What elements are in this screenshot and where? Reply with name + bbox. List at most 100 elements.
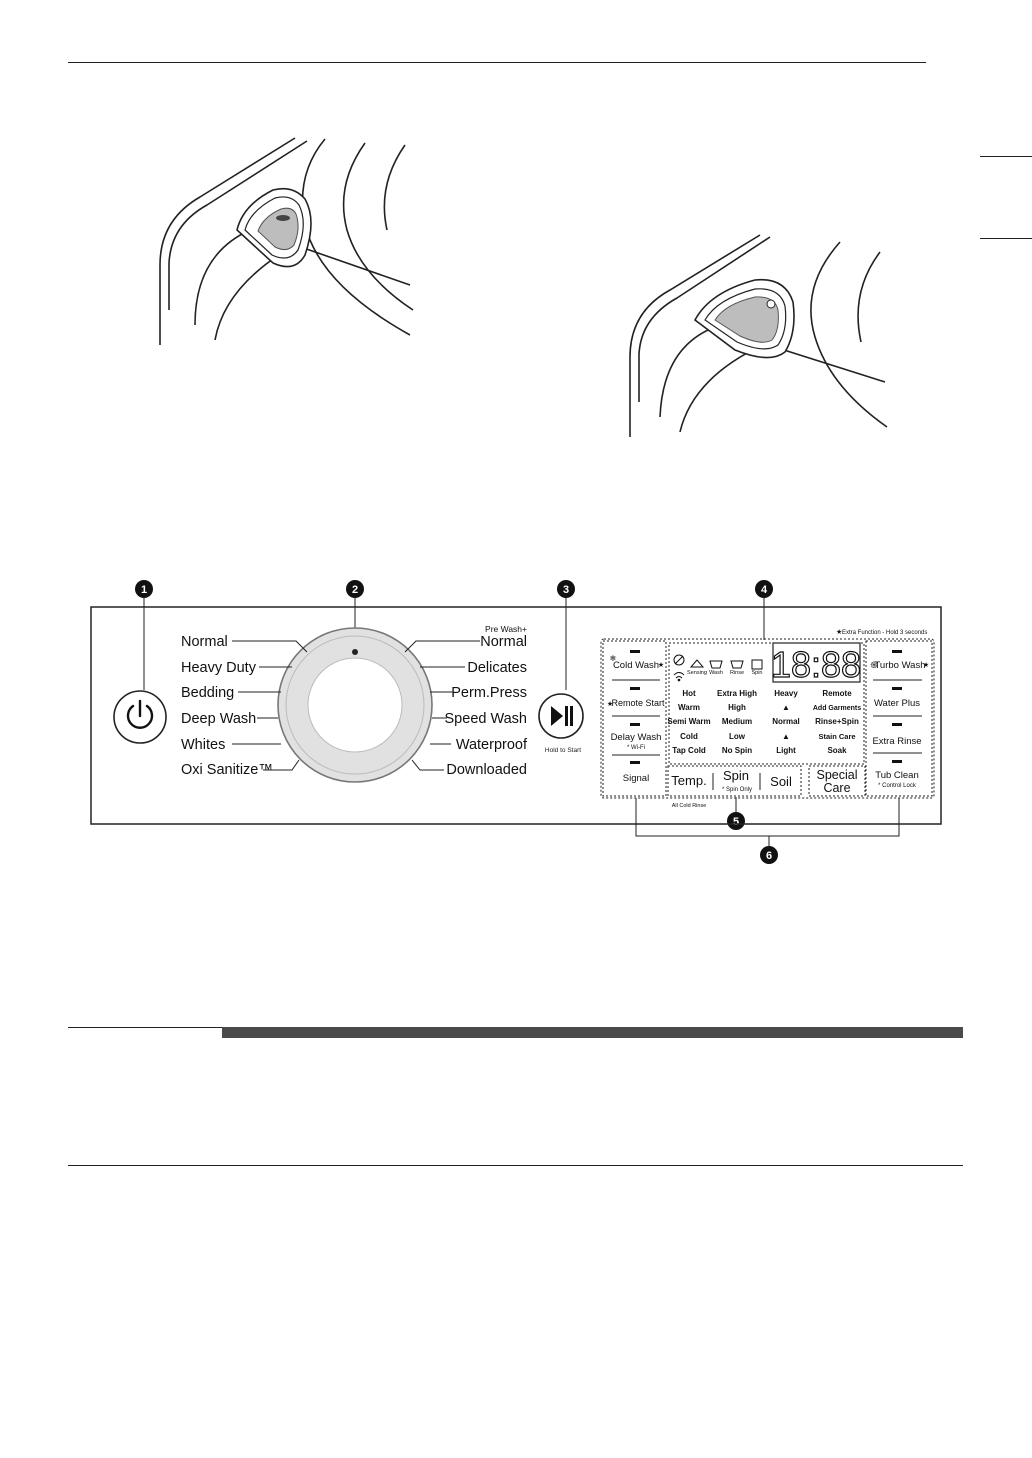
soil-option-4: ▲ (782, 732, 790, 741)
spin-button[interactable]: Spin * Spin Only (722, 768, 752, 793)
section-bottom-rule (68, 1165, 963, 1166)
star-icon: ★ (658, 661, 664, 669)
spin-option-2: High (728, 703, 746, 712)
callout-1: 1 (135, 580, 153, 598)
remote-start-button[interactable]: ★ Remote Start (607, 698, 665, 708)
callout-3: 3 (557, 580, 575, 598)
top-header-rule (68, 62, 926, 63)
callout-6: 6 (760, 846, 778, 864)
control-panel-frame (90, 606, 942, 825)
svg-text:4: 4 (761, 584, 768, 596)
callout-4: 4 (755, 580, 773, 598)
spin-icon (751, 659, 763, 670)
right-option-column (865, 640, 933, 797)
section-header-bar (68, 1027, 963, 1038)
tub-clean-button[interactable]: Tub Clean * Control Lock (875, 770, 918, 789)
program-bedding[interactable]: Bedding (181, 685, 234, 701)
svg-text:Tub Clean: Tub Clean (875, 770, 918, 781)
washer-lid-illustration-left (159, 137, 414, 345)
rinse-icon (730, 660, 744, 669)
control-panel-diagram: 1 2 3 4 5 6 (90, 580, 942, 864)
soil-option-3: Normal (772, 717, 800, 726)
sensing-icon (689, 659, 705, 668)
soil-option-5: Light (776, 746, 796, 755)
power-icon (126, 699, 154, 729)
program-whites[interactable]: Whites (181, 737, 225, 753)
star-icon: ★ (923, 661, 929, 669)
turbo-wash-button[interactable]: ֍ Turbo Wash ★ (870, 660, 929, 671)
special-option-1: Remote (822, 689, 852, 698)
side-tab-rule-bottom (980, 238, 1032, 239)
cycle-icon-label-rinse: Rinse (730, 670, 744, 676)
delay-wash-button[interactable]: Delay Wash * Wi-Fi (611, 732, 662, 751)
power-button[interactable] (113, 690, 167, 744)
digital-time-display: 18:88 (770, 642, 862, 686)
left-program-leaders (232, 640, 308, 771)
left-option-column (602, 640, 667, 797)
special-option-2: Add Garments (813, 705, 861, 712)
program-heavy-duty[interactable]: Heavy Duty (181, 660, 257, 676)
special-option-5: Soak (827, 746, 847, 755)
special-care-button[interactable]: Special Care (817, 768, 858, 795)
temp-option-2: Warm (678, 703, 700, 712)
program-delicates[interactable]: Delicates (467, 660, 527, 676)
callout-2: 2 (346, 580, 364, 598)
spin-option-1: Extra High (717, 689, 757, 698)
water-plus-button[interactable]: Water Plus (874, 698, 920, 709)
svg-text:Care: Care (823, 781, 850, 795)
program-waterproof[interactable]: Waterproof (456, 737, 528, 753)
no-cold-icon (673, 654, 685, 666)
snowflake-icon: ❄ (610, 654, 617, 663)
wifi-icon (673, 672, 685, 682)
temp-option-5: Tap Cold (672, 746, 706, 755)
all-cold-rinse-label: All Cold Rinse (672, 803, 707, 809)
cold-wash-button[interactable]: ❄ Cold Wash ★ (610, 654, 664, 671)
program-normal-prewash[interactable]: Normal (480, 634, 527, 650)
svg-text:Special: Special (817, 768, 858, 782)
cycle-icon-label-spin: Spin (751, 670, 762, 676)
extra-function-note: ★ Extra Function - Hold 3 seconds (836, 628, 927, 636)
program-pre-wash-label: Pre Wash+ (485, 624, 527, 634)
special-option-4: Stain Care (818, 732, 855, 741)
svg-text:Cold Wash: Cold Wash (613, 660, 659, 671)
svg-text:* Spin Only: * Spin Only (722, 787, 752, 793)
program-perm-press[interactable]: Perm.Press (451, 685, 527, 701)
temp-option-1: Hot (682, 689, 696, 698)
temp-button[interactable]: Temp. (671, 773, 706, 788)
svg-text:Remote Start: Remote Start (611, 698, 665, 708)
svg-text:3: 3 (563, 584, 569, 596)
dispenser-cap-large (693, 278, 795, 359)
turbo-wash-icon: ֍ (870, 660, 877, 670)
program-deep-wash[interactable]: Deep Wash (181, 711, 256, 727)
svg-text:Extra Function - Hold 3 second: Extra Function - Hold 3 seconds (842, 630, 927, 636)
dispenser-cap-small (236, 187, 312, 268)
svg-text:18:88: 18:88 (771, 644, 861, 685)
program-speed-wash[interactable]: Speed Wash (445, 711, 527, 727)
spin-option-3: Medium (722, 717, 752, 726)
program-oxi-sanitize[interactable]: Oxi Sanitize™ (181, 762, 273, 778)
special-care-group (808, 765, 866, 797)
cycle-status-icons (673, 654, 763, 682)
soil-option-2: ▲ (782, 703, 790, 712)
extra-rinse-button[interactable]: Extra Rinse (872, 736, 921, 747)
callout-5: 5 (727, 812, 745, 830)
cycle-selector-dial[interactable] (277, 627, 433, 783)
soil-button[interactable]: Soil (770, 774, 792, 789)
temp-option-4: Cold (680, 732, 698, 741)
cycle-icon-label-sensing: Sensing (687, 670, 707, 676)
svg-text:Delay Wash: Delay Wash (611, 732, 662, 743)
bottom-options-group (667, 765, 802, 797)
svg-text:6: 6 (766, 850, 772, 862)
hold-to-start-caption: Hold to Start (545, 747, 581, 754)
svg-text:* Wi-Fi: * Wi-Fi (627, 745, 645, 751)
start-pause-button[interactable] (538, 693, 584, 739)
temp-option-3: Semi Warm (667, 717, 710, 726)
program-downloaded[interactable]: Downloaded (446, 762, 527, 778)
soil-option-1: Heavy (774, 689, 798, 698)
signal-button[interactable]: Signal (623, 773, 649, 784)
program-normal[interactable]: Normal (181, 634, 228, 650)
svg-text:5: 5 (733, 816, 739, 828)
svg-text:1: 1 (141, 584, 147, 596)
display-area (668, 642, 865, 765)
wash-icon (709, 660, 723, 669)
